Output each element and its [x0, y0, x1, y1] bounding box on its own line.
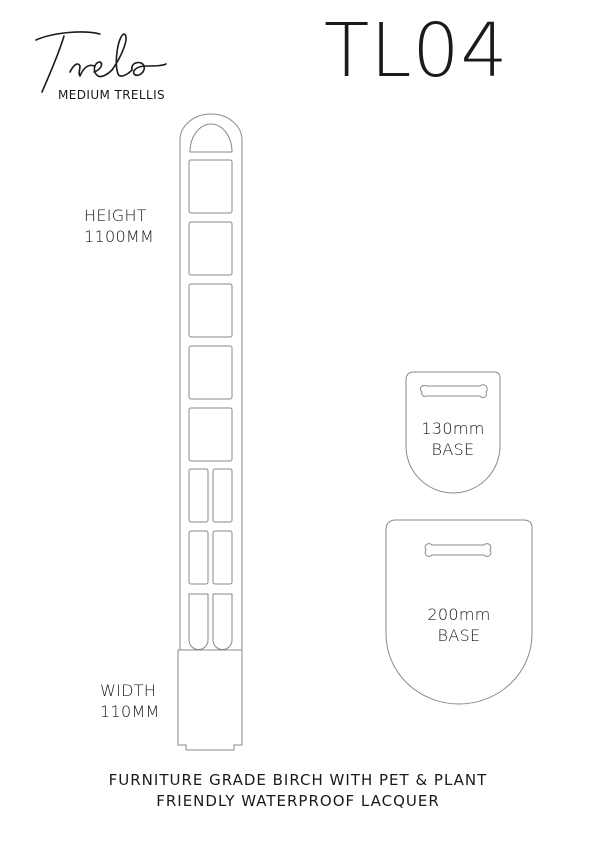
height-value: 1100MM: [84, 227, 155, 246]
base-size: 200mm: [427, 605, 491, 624]
trellis-window: [188, 221, 233, 276]
height-label-group: HEIGHT 1100MM: [84, 205, 154, 247]
base-label: BASE: [431, 440, 475, 459]
base-200mm-slot: [424, 543, 492, 557]
base-size: 130mm: [421, 419, 485, 438]
trellis-slot: [212, 593, 233, 650]
trellis-outline: [177, 113, 243, 751]
trellis-slot: [188, 530, 209, 585]
product-subtitle: MEDIUM TRELLIS: [58, 88, 166, 102]
trellis-top-arch: [189, 123, 233, 153]
base-130mm-outline: [405, 371, 501, 494]
base-200mm-label: 200mm BASE: [386, 604, 532, 646]
trellis-window: [188, 283, 233, 338]
trellis-window: [188, 345, 233, 400]
material-description: FURNITURE GRADE BIRCH WITH PET & PLANT F…: [0, 770, 596, 812]
base-130mm-slot: [419, 384, 488, 399]
trellis-slot: [188, 593, 209, 650]
trellis-window: [188, 407, 233, 462]
trellis-slot: [188, 468, 209, 523]
trellis-slot: [212, 530, 233, 585]
trellis-window: [188, 159, 233, 214]
brand-script-logo: [35, 31, 167, 93]
base-200mm-outline: [385, 519, 533, 705]
base-label: BASE: [437, 626, 481, 645]
trellis-slot: [212, 468, 233, 523]
height-label: HEIGHT: [84, 206, 147, 225]
width-value: 110MM: [100, 702, 160, 721]
base-130mm-label: 130mm BASE: [406, 418, 500, 460]
width-label-group: WIDTH 110MM: [100, 680, 160, 722]
width-label: WIDTH: [100, 681, 157, 700]
model-code: TL04: [324, 8, 509, 94]
footer-line-1: FURNITURE GRADE BIRCH WITH PET & PLANT: [108, 771, 488, 789]
footer-line-2: FRIENDLY WATERPROOF LACQUER: [156, 792, 440, 810]
